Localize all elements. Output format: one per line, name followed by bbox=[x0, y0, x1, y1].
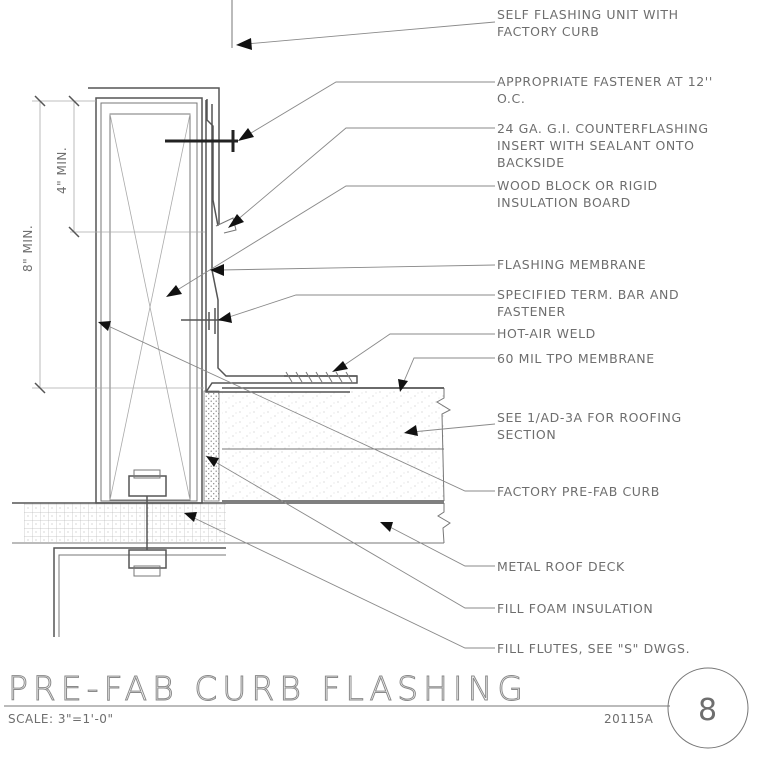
callout-6-line2: FASTENER bbox=[497, 304, 566, 319]
callout-3-line1: 24 GA. G.I. COUNTERFLASHING bbox=[497, 121, 709, 136]
callout-8-line1: 60 MIL TPO MEMBRANE bbox=[497, 351, 655, 366]
callout-12-line1: FILL FOAM INSULATION bbox=[497, 601, 653, 616]
metal-roof-deck bbox=[12, 502, 451, 544]
detail-bubble bbox=[667, 667, 749, 749]
leader-lines bbox=[105, 21, 496, 649]
callout-6-line1: SPECIFIED TERM. BAR AND bbox=[497, 287, 679, 302]
callout-4-line1: WOOD BLOCK OR RIGID bbox=[497, 178, 658, 193]
dimension-upper-label: 4" MIN. bbox=[55, 147, 69, 194]
detail-title: PRE-FAB CURB FLASHING bbox=[8, 669, 528, 708]
callout-9-line1: SEE 1/AD-3A FOR ROOFING bbox=[497, 410, 682, 425]
callout-1-line1: SELF FLASHING UNIT WITH bbox=[497, 7, 679, 22]
callout-10-line1: FACTORY PRE-FAB CURB bbox=[497, 484, 660, 499]
detail-id: 8 bbox=[698, 693, 717, 728]
self-flashing-unit bbox=[88, 0, 233, 224]
dimension-overall-label: 8" MIN. bbox=[21, 225, 35, 272]
callout-1-line2: FACTORY CURB bbox=[497, 24, 599, 39]
callout-9-line2: SECTION bbox=[497, 427, 556, 442]
detail-number: 20115A bbox=[604, 712, 654, 726]
termination-bar bbox=[181, 308, 224, 334]
support-angle bbox=[53, 547, 226, 637]
callout-3-line2: INSERT WITH SEALANT ONTO bbox=[497, 138, 695, 153]
callout-4-line2: INSULATION BOARD bbox=[497, 195, 631, 210]
detail-scale: SCALE: 3"=1'-0" bbox=[8, 712, 113, 726]
callout-13-line1: FILL FLUTES, SEE "S" DWGS. bbox=[497, 641, 690, 656]
callout-2-line2: O.C. bbox=[497, 91, 525, 106]
anchor-bolt bbox=[128, 469, 167, 577]
dimension-upper bbox=[68, 95, 205, 238]
callouts: SELF FLASHING UNIT WITH FACTORY CURB APP… bbox=[497, 7, 713, 656]
callout-2-line1: APPROPRIATE FASTENER AT 12'' bbox=[497, 74, 713, 89]
callout-11-line1: METAL ROOF DECK bbox=[497, 559, 625, 574]
rigid-insulation bbox=[222, 387, 452, 502]
title-block: PRE-FAB CURB FLASHING SCALE: 3"=1'-0" 20… bbox=[4, 667, 749, 749]
fastener bbox=[165, 130, 238, 152]
fill-foam-insulation bbox=[203, 390, 220, 502]
callout-5-line1: FLASHING MEMBRANE bbox=[497, 257, 646, 272]
hot-air-weld bbox=[284, 371, 357, 383]
factory-prefab-curb bbox=[95, 97, 203, 504]
arrowheads bbox=[98, 38, 418, 532]
dimension-overall bbox=[32, 95, 204, 394]
flashing-membrane bbox=[205, 100, 358, 393]
callout-7-line1: HOT-AIR WELD bbox=[497, 326, 596, 341]
callout-3-line3: BACKSIDE bbox=[497, 155, 565, 170]
